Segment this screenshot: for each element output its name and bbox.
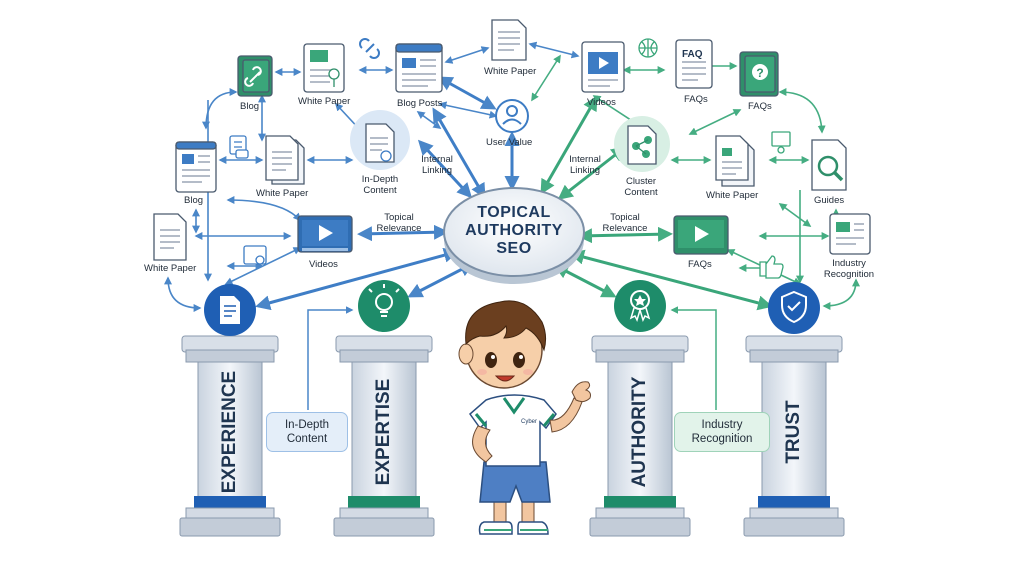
label-blog-posts: Blog Posts — [397, 98, 443, 109]
faq-icon-text: FAQ — [682, 49, 703, 60]
label-faqs-right: FAQs — [688, 259, 712, 270]
label-cluster-content: Cluster Content — [624, 176, 658, 198]
pillar-expertise — [333, 280, 435, 537]
pillar-word-experience: EXPERIENCE — [219, 370, 240, 494]
white-paper-center-icon — [491, 19, 527, 61]
blog-top-icon — [237, 55, 273, 97]
label-faqs-top-left: FAQs — [684, 94, 708, 105]
in-depth-content-node-icon — [350, 110, 410, 170]
white-paper-left-icon — [153, 213, 187, 261]
callout-line-left — [307, 306, 354, 410]
label-topical-relevance-right: Topical Relevance — [602, 212, 648, 234]
label-blog-left: Blog — [184, 195, 204, 206]
pillar-word-expertise: EXPERTISE — [373, 378, 394, 486]
faq-top-left-icon — [675, 39, 713, 89]
label-blog-top: Blog — [240, 101, 260, 112]
blog-left-icon — [175, 141, 217, 193]
industry-recognition-doc-icon — [829, 213, 871, 255]
label-topical-relevance-left: Topical Relevance — [376, 212, 422, 234]
guides-icon — [811, 139, 847, 191]
white-paper-mid-left-icon — [265, 135, 305, 185]
chat-doc-icon — [229, 135, 249, 159]
label-industry-recognition-node: Industry Recognition — [823, 258, 875, 280]
callout-in-depth-content: In-Depth Content — [266, 412, 348, 452]
label-internal-linking-left: Internal Linking — [421, 154, 453, 176]
doc-icons: ? — [153, 19, 871, 279]
pillar-trust — [743, 282, 845, 537]
white-paper-top-icon — [303, 43, 345, 93]
thumbs-up-icon — [759, 255, 784, 279]
cluster-content-node-icon — [614, 116, 670, 172]
globe-icon — [638, 38, 658, 58]
label-guides: Guides — [814, 195, 845, 206]
shirt-text: Cyber — [521, 419, 538, 425]
presenter-icon — [771, 131, 791, 154]
callout-industry-recognition: Industry Recognition — [674, 412, 770, 452]
boy-character — [458, 300, 591, 535]
hub-arrows-left — [255, 76, 520, 311]
browser-search-icon — [243, 245, 267, 265]
pillar-word-authority: AUTHORITY — [629, 376, 650, 488]
hub-arrows-right — [540, 95, 773, 311]
label-internal-linking-right: Internal Linking — [569, 154, 601, 176]
faq-book-icon: ? — [739, 51, 779, 97]
svg-text:?: ? — [756, 66, 763, 80]
label-white-paper-center: White Paper — [484, 66, 537, 77]
label-user-value: User Value — [486, 137, 533, 148]
videos-top-icon — [581, 41, 625, 93]
link-icon — [359, 38, 380, 59]
label-faqs-top-right: FAQs — [748, 101, 772, 112]
pillar-authority — [589, 280, 691, 537]
label-white-paper-top: White Paper — [298, 96, 351, 107]
pillar-word-trust: TRUST — [783, 400, 804, 464]
hub-title: TOPICAL AUTHORITY SEO — [465, 204, 563, 257]
videos-left-icon — [297, 215, 353, 253]
label-white-paper-mid-right: White Paper — [706, 190, 759, 201]
callout-line-right — [670, 306, 717, 410]
faqs-right-video-icon — [673, 215, 729, 255]
hub-node — [443, 187, 585, 284]
user-value-icon — [495, 99, 529, 133]
blog-posts-icon — [395, 43, 443, 93]
pillar-experience — [179, 284, 281, 537]
label-videos-left: Videos — [309, 259, 338, 270]
label-videos-top: Videos — [587, 97, 616, 108]
white-paper-mid-right-icon — [715, 135, 755, 187]
label-white-paper-left: White Paper — [144, 263, 197, 274]
label-in-depth-content-node: In-Depth Content — [361, 174, 399, 196]
label-white-paper-mid-left: White Paper — [256, 188, 309, 199]
